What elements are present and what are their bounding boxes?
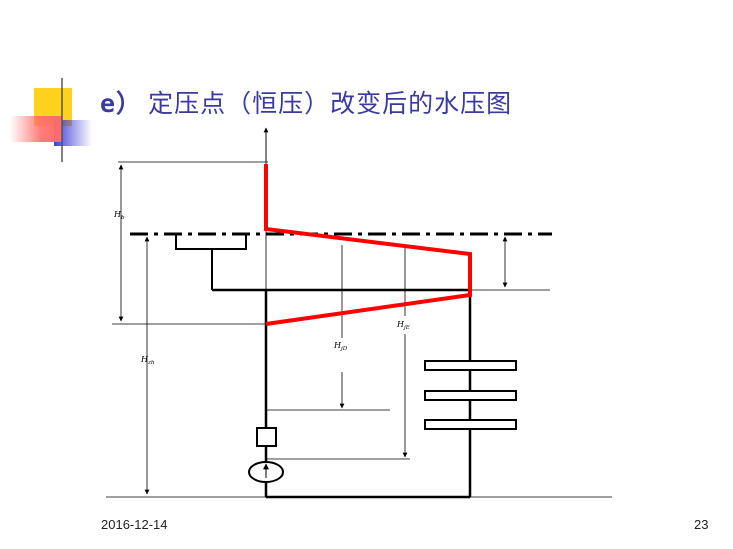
- title-lead: e）: [100, 89, 143, 118]
- radiator-3: [424, 419, 517, 430]
- network-diagram: [106, 127, 612, 499]
- radiator-2: [424, 390, 517, 401]
- hzh-label: Hzh: [140, 355, 155, 366]
- hje-label: HjE: [396, 320, 410, 331]
- heater-box: [256, 427, 277, 447]
- hjd-label: HjD: [333, 341, 348, 352]
- hb-label: Hb: [113, 210, 125, 221]
- slide-title: e）定压点（恒压）改变后的水压图: [100, 84, 512, 120]
- corner-logo: [10, 78, 720, 162]
- radiator-1: [424, 360, 517, 371]
- expansion-tank: [175, 234, 247, 250]
- page-number: 23: [694, 517, 709, 532]
- logo-red-square: [10, 116, 62, 142]
- pressure-line: [264, 164, 472, 326]
- footer-date: 2016-12-14: [101, 517, 168, 532]
- title-text: 定压点（恒压）改变后的水压图: [148, 89, 513, 118]
